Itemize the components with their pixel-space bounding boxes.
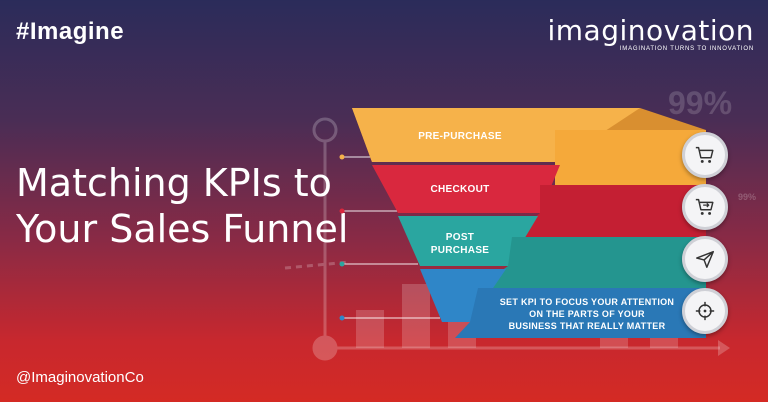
- logo: imaginovation IMAGINATION TURNS TO INNOV…: [547, 14, 754, 52]
- bg-axis-arrow: [718, 340, 730, 356]
- bg-bar: [402, 284, 430, 348]
- pre-purchase-badge: [682, 132, 728, 178]
- headline-line-2: Your Sales Funnel: [16, 207, 349, 251]
- stage-kpi-front: [420, 269, 506, 322]
- bg-big-percent: 99%: [668, 85, 732, 121]
- stage-label-line: ON THE PARTS OF YOUR: [529, 309, 645, 319]
- paper-plane-icon: [696, 250, 714, 268]
- kpi-badge: [682, 288, 728, 334]
- bg-small-percent: 99%: [738, 192, 756, 202]
- stage-kpi-band: [455, 288, 706, 338]
- shopping-cart-icon: [695, 146, 714, 163]
- stage-post-purchase-front: [398, 216, 538, 266]
- cart-checkout-icon: [695, 198, 714, 215]
- bg-axis-knob: [312, 117, 338, 143]
- stage-label-post-purchase: POST PURCHASE: [420, 231, 500, 257]
- stage-post-purchase-band: [478, 237, 706, 288]
- social-handle: @ImaginovationCo: [16, 369, 144, 386]
- hashtag: #Imagine: [16, 18, 125, 45]
- checkout-badge: [682, 184, 728, 230]
- connector-dot: [339, 315, 345, 321]
- stage-checkout-band: [512, 185, 706, 237]
- stage-label-line: POST: [445, 232, 475, 243]
- stage-pre-purchase-band: [555, 130, 706, 185]
- logo-tagline: IMAGINATION TURNS TO INNOVATION: [619, 46, 754, 52]
- stage-label-line: SET KPI TO FOCUS YOUR ATTENTION: [499, 297, 675, 307]
- stage-label-kpi: SET KPI TO FOCUS YOUR ATTENTION ON THE P…: [488, 296, 686, 332]
- connector-dot: [339, 208, 345, 214]
- stage-label-line: BUSINESS THAT REALLY MATTER: [508, 321, 666, 331]
- stage-checkout-front: [372, 165, 560, 213]
- stage-label-pre-purchase: PRE-PURCHASE: [418, 131, 502, 142]
- stage-label-checkout: CHECKOUT: [430, 184, 490, 195]
- logo-wordmark: imaginovation: [547, 14, 754, 47]
- target-icon: [695, 301, 715, 321]
- headline-line-1: Matching KPIs to: [16, 161, 332, 205]
- bg-axis-knob: [312, 335, 338, 361]
- connector-dot: [339, 261, 345, 267]
- bg-bar: [356, 310, 384, 348]
- post-purchase-badge: [682, 236, 728, 282]
- stage-label-line: PURCHASE: [430, 245, 490, 256]
- page-title: Matching KPIs to Your Sales Funnel: [16, 160, 348, 252]
- connector-dot: [339, 154, 345, 160]
